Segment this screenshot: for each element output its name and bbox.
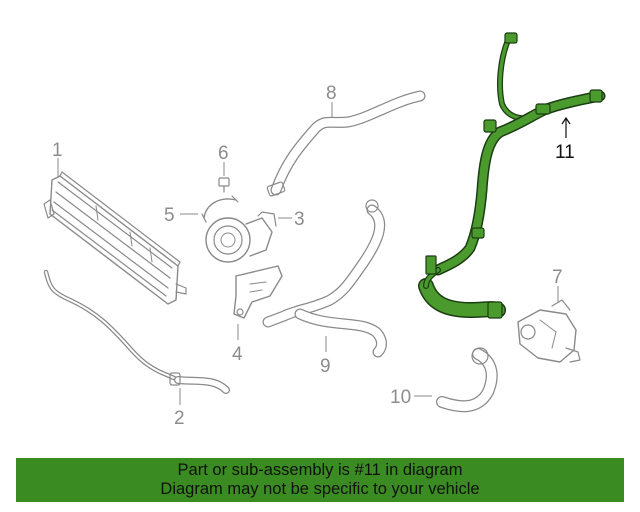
callout-3: 3: [294, 209, 305, 230]
part-8-hose[interactable]: [266, 90, 426, 197]
callout-11: 11: [555, 142, 575, 163]
part-5-clamp[interactable]: [201, 195, 239, 223]
callout-5: 5: [164, 205, 175, 226]
part-9-hose[interactable]: [262, 199, 387, 358]
part-11-coolant-pipe[interactable]: [418, 32, 606, 319]
callout-8: 8: [326, 83, 337, 104]
callout-10: 10: [390, 387, 411, 408]
part-2-hose[interactable]: [43, 269, 230, 394]
leader-11-arrow: [561, 116, 571, 125]
info-banner: Part or sub-assembly is #11 in diagram D…: [16, 458, 624, 502]
banner-line-2: Diagram may not be specific to your vehi…: [160, 480, 480, 498]
callout-1: 1: [52, 140, 63, 161]
part-7-thermostat[interactable]: [517, 299, 581, 363]
callout-4: 4: [232, 344, 243, 365]
banner-line-1: Part or sub-assembly is #11 in diagram: [177, 461, 463, 479]
part-6-bolt[interactable]: [218, 177, 230, 193]
callout-2: 2: [174, 408, 185, 429]
callout-7: 7: [552, 267, 563, 288]
part-4-bracket[interactable]: [233, 265, 283, 319]
callout-6: 6: [218, 143, 229, 164]
part-3-water-pump[interactable]: [205, 211, 277, 263]
part-1-cooler[interactable]: [43, 171, 187, 305]
part-10-hose[interactable]: [436, 347, 498, 413]
callout-9: 9: [320, 356, 331, 377]
